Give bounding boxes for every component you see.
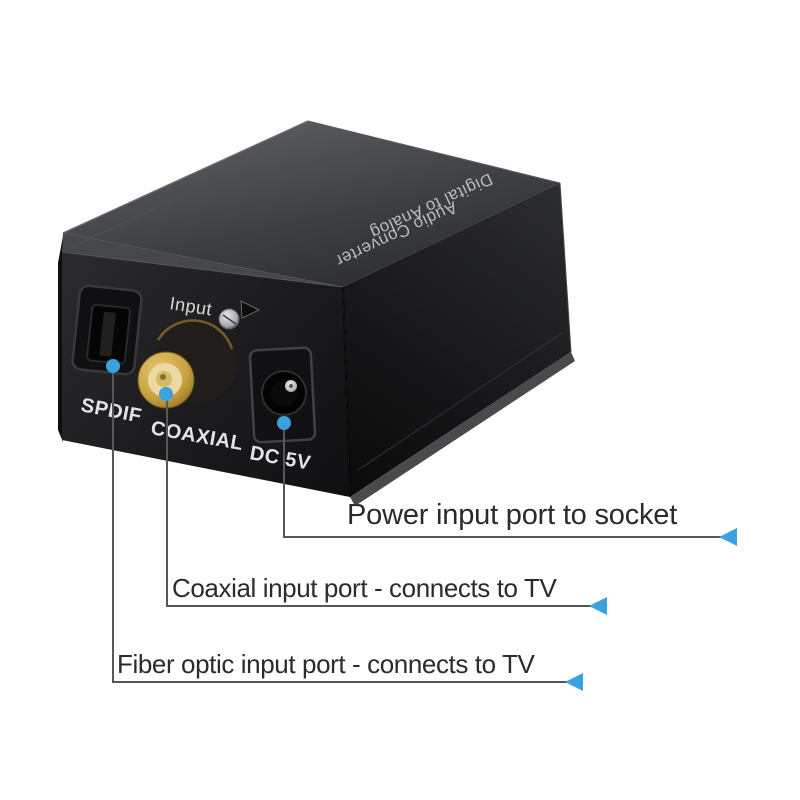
edge-bevel-line	[71, 132, 317, 248]
annotations: Power input port to socket Coaxial input…	[106, 359, 737, 691]
leader-line-fiber	[112, 368, 568, 683]
annotation-coaxial-text: Coaxial input port - connects to TV	[172, 573, 557, 603]
spdif-port	[71, 284, 143, 376]
pointer-mark	[240, 300, 260, 319]
edge-highlight	[307, 120, 561, 184]
annotation-power-text: Power input port to socket	[347, 499, 677, 531]
annotation-fiber-text: Fiber optic input port - connects to TV	[117, 649, 536, 679]
case-seam-line	[357, 332, 563, 471]
device-right-face	[343, 183, 571, 497]
marker-dot-dc-port	[277, 416, 291, 430]
marker-dot-spdif-port	[106, 359, 120, 373]
device-top-face	[63, 121, 560, 287]
converter-device: Digital to Analog Audio Converter	[58, 120, 575, 506]
edge-highlight	[62, 120, 309, 234]
arrowhead-power	[719, 528, 737, 546]
dc-jack-pin-tip	[289, 384, 293, 388]
dc-5v-port	[248, 346, 317, 444]
edge-crease	[342, 286, 351, 498]
device-left-edge	[58, 236, 63, 442]
screw-slot	[222, 314, 237, 325]
annotation-fiber: Fiber optic input port - connects to TV	[106, 359, 583, 691]
coaxial-port	[137, 319, 237, 409]
coaxial-center-hole	[160, 374, 166, 380]
marker-dot-coaxial-port	[159, 387, 173, 401]
device-top-chamfer	[62, 233, 343, 287]
arrowhead-coaxial	[589, 597, 607, 615]
edge-highlight	[61, 251, 344, 288]
leader-line-power	[283, 424, 722, 538]
device-bottom-strip	[350, 352, 575, 506]
annotation-power: Power input port to socket	[277, 416, 737, 546]
arrowhead-fiber	[565, 673, 583, 691]
coaxial-barrel-rim	[156, 319, 234, 350]
leader-line-coaxial	[166, 396, 592, 607]
annotation-coaxial: Coaxial input port - connects to TV	[159, 387, 607, 615]
spdif-port-shutter	[99, 311, 116, 357]
edge-highlight	[559, 182, 572, 353]
